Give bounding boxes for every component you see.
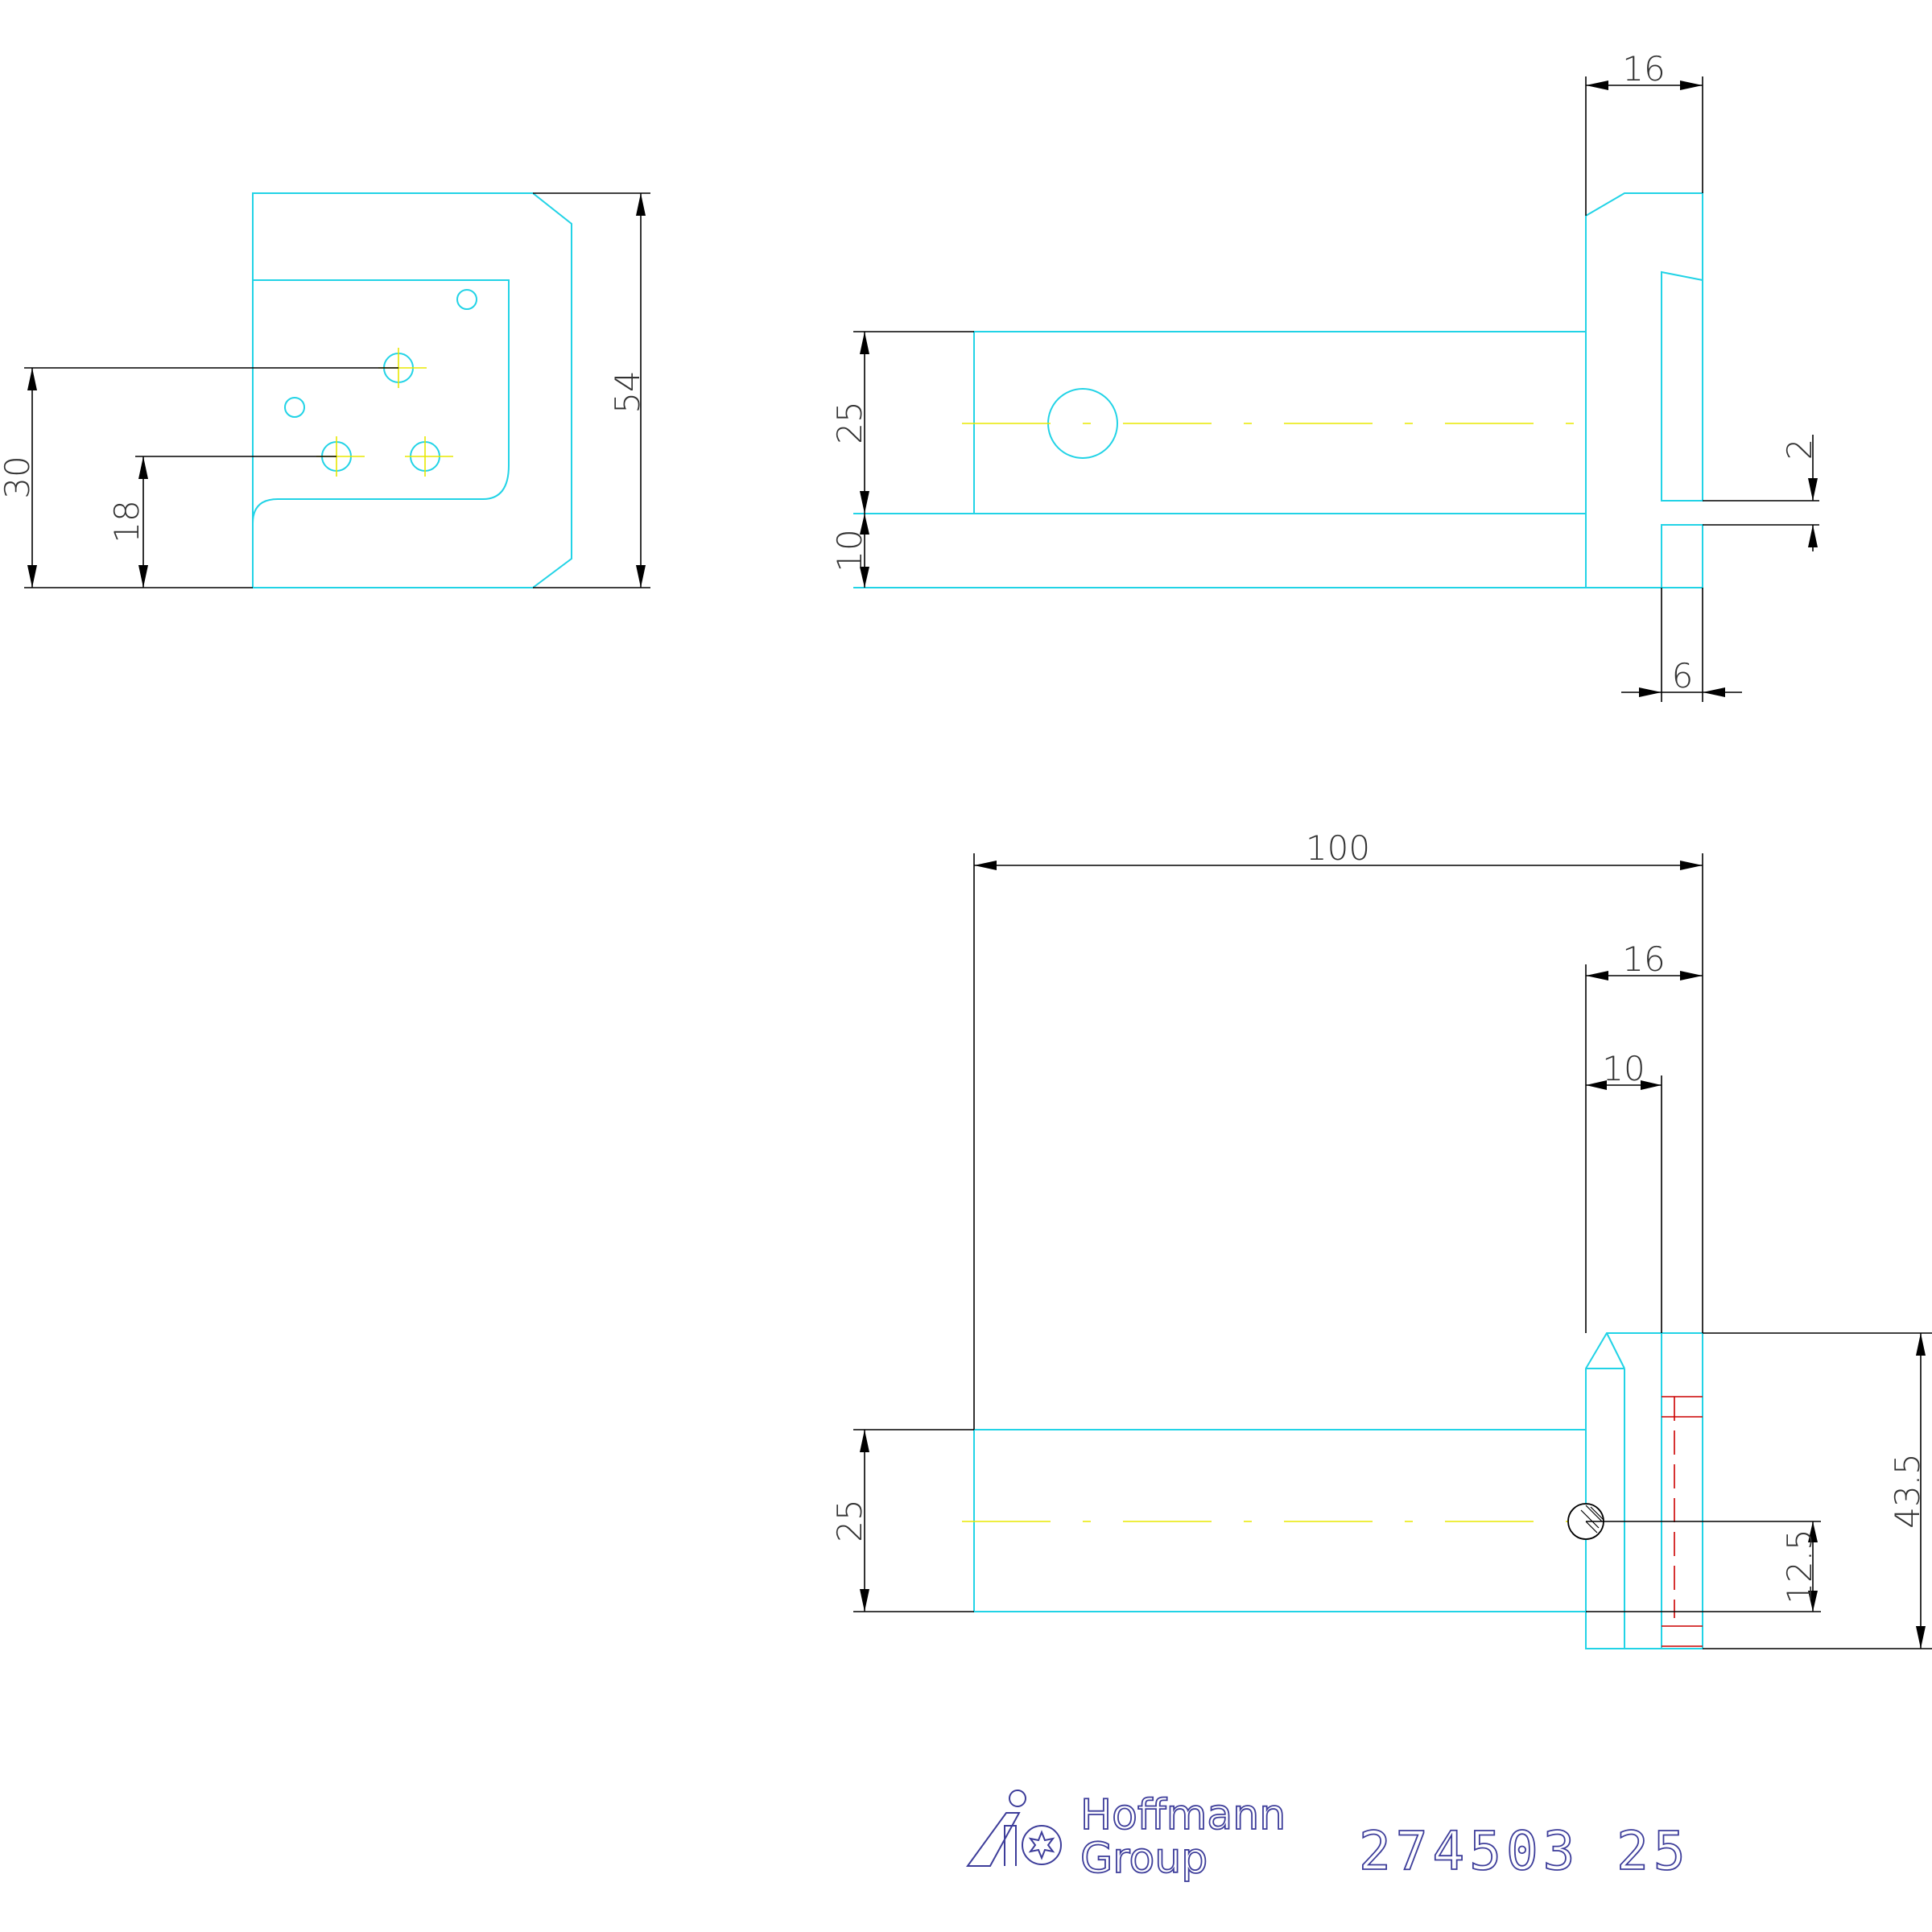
top-dim-100-label: 100 [1306,828,1370,868]
top-hidden-slot-marks [1662,1396,1703,1647]
side-dim-30: 30 [0,367,398,588]
top-dim-43-5: 43.5 [1703,1332,1932,1649]
side-small-hole-top [456,289,477,310]
top-dim-43-5-label: 43.5 [1888,1453,1927,1529]
top-dim-100: 100 [973,828,1703,1430]
front-head-lower [1585,216,1703,588]
front-base [853,513,1587,588]
side-view: 54 30 18 [0,192,650,588]
brand-name-line1: Hoffmann [1080,1791,1286,1839]
top-dim-25-label: 25 [830,1499,869,1542]
top-dim-12-5: 12.5 [1586,1521,1821,1612]
side-view-outline [252,192,572,588]
top-head [1585,1332,1703,1649]
top-dim-12-5-label: 12.5 [1780,1529,1819,1604]
top-dim-16-label: 16 [1622,939,1665,979]
front-dim-25-label: 25 [830,401,869,444]
front-dim-16: 16 [1585,49,1703,216]
side-view-inner-profile [252,279,510,524]
front-dim-10: 10 [830,514,869,588]
top-dim-16: 16 [1585,939,1703,1333]
top-dim-25: 25 [830,1429,974,1612]
top-dim-10: 10 [1586,1049,1662,1333]
side-dim-54: 54 [533,192,650,588]
part-number: 274503 25 [1359,1820,1690,1882]
top-view: 100 16 10 25 [830,828,1932,1649]
top-dim-10-label: 10 [1602,1049,1645,1088]
side-dim-54-label: 54 [608,370,647,413]
front-dim-2-label: 2 [1780,439,1819,460]
hoffmann-group-logo-icon [966,1790,1062,1867]
title-block: Hoffmann Group 274503 25 [966,1790,1690,1884]
front-dim-16-label: 16 [1622,49,1665,89]
brand-name-line2: Group [1080,1835,1208,1883]
top-head-bevel-edge [1606,1332,1625,1369]
front-dim-10-label: 10 [830,529,869,572]
front-dim-2: 2 [1703,435,1819,551]
side-dim-18-label: 18 [107,500,147,543]
front-head [1585,192,1703,502]
top-bar [973,1429,1587,1612]
side-small-hole-left [284,397,305,418]
front-view: 16 25 10 2 [830,49,1819,702]
side-dim-18: 18 [107,456,336,588]
front-dim-25: 25 [830,331,974,514]
front-dim-6: 6 [1621,588,1742,702]
front-bar [973,331,1587,514]
side-dim-30-label: 30 [0,456,37,498]
front-dim-6-label: 6 [1672,656,1694,696]
